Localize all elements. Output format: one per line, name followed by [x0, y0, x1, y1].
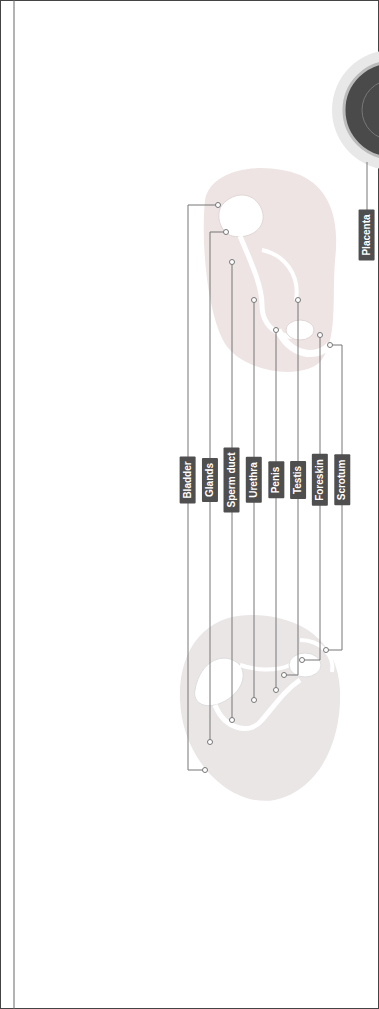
label-text: Penis	[270, 467, 282, 494]
placenta-figure	[332, 50, 379, 170]
label-text: Sperm duct	[226, 452, 238, 507]
front-view-figure	[180, 615, 340, 801]
part-label: Glands	[202, 458, 218, 502]
side-view-figure	[204, 168, 337, 372]
part-label: Penis	[268, 462, 284, 499]
leader-lines	[188, 162, 367, 770]
label-text: Foreskin	[314, 459, 326, 501]
label-text: Glands	[204, 463, 216, 497]
margin-rule	[14, 0, 15, 1009]
part-label: Scrotum	[334, 455, 350, 506]
label-text: Scrotum	[336, 460, 348, 501]
part-label: Testis	[290, 461, 306, 499]
part-label: Bladder	[180, 456, 196, 503]
label-text: Placenta	[361, 214, 373, 255]
label-text: Testis	[292, 466, 304, 494]
label-text: Urethra	[248, 462, 260, 498]
leader-dots	[203, 203, 333, 773]
part-label: Placenta	[359, 209, 375, 260]
part-label: Sperm duct	[224, 447, 240, 512]
part-label: Urethra	[246, 457, 262, 503]
label-text: Bladder	[182, 461, 194, 498]
part-label: Foreskin	[312, 454, 328, 506]
